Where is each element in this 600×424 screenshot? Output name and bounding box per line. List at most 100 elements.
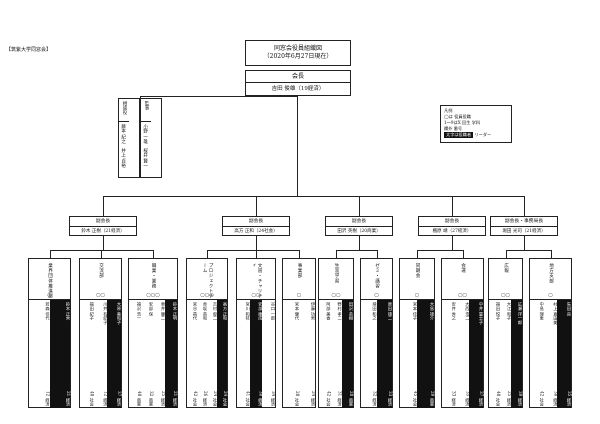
department-box[interactable]: 事業部 ◯ 宮本 健代 20 社会 伊藤 功男 24 経済 [282,258,316,408]
member: 大江 和子 25 経済 [500,300,512,408]
member: 谷口 一郎 34 経済 [262,300,276,408]
department-box[interactable]: ゼミ・講習 ◯ 飛田 和之 32 経済 原田 雄二 33 経済 [360,258,393,408]
member-leader: 広瀬 洋一郎 39 経済 [511,300,523,408]
auditor-members: 小野 一雄 桜井 賢一 [142,124,148,168]
vp-drop-line [524,196,525,216]
member: 福田 悦子 40 社会 [489,300,501,408]
member-year: 12 経済 [103,390,109,406]
department-box[interactable]: 同期会 ◯ 宮本 佳子 45 社会 大島 雄介 29 商業 [399,258,435,408]
department-name: 交流部 [98,263,104,279]
department-name: 文道・チャリティ [251,263,262,299]
department-box[interactable]: 文道・チャリティ ◯◯ 宮川 和枝 41 社会 安部 康成 30 経済 谷口 一… [236,258,276,408]
dept-drop-line [376,250,378,258]
president-box[interactable]: 会長 吉田 俊雄（19経済） [245,70,351,96]
department-head: ゼミ・講習 ◯ [361,259,392,300]
member-year: 29 商業 [430,390,435,406]
member-leader: 高方 正和 24 社会 [217,300,228,408]
dept-bus-line [505,250,551,251]
department-name: 同期会 [415,263,420,279]
vp-drop-line [103,196,104,216]
member-year: 20 社会 [295,390,300,406]
member-year: 40 社会 [89,390,95,406]
department-box[interactable]: 業界団体推進部 ◯ 若森 佳代 12 経済 鈴木 正秀 21 経済 [28,258,71,408]
department-box[interactable]: 生涯学習 ◯◯ 阿部 美香 42 社会 野村 孝二 31 経済 田沢 英樹 20… [318,258,354,408]
department-name: 業界団体推進部 [47,263,53,299]
department-head: 事業部 ◯ [283,259,315,300]
department-name: 事業部 [297,263,302,279]
member-year: 30 経済 [258,390,264,406]
dept-drop-line [100,250,102,258]
member-leader: 矢田 良 35 経済 [557,300,573,408]
member-columns: 中島 理恵 42 社会 村上 真由美 38 経済 矢田 良 35 経済 [530,300,573,408]
member-year: 32 商業 [149,390,154,406]
dept-drop-line [207,250,208,258]
dept-drop-line [49,250,51,258]
dept-bus-line [207,250,299,251]
member-year: 35 経済 [465,390,471,406]
member-columns: 安井 秀之 33 経済 大西 浩二 35 経済 中井 富士子 37 経済 [442,300,484,408]
member: 宮本 佳子 45 社会 [400,300,418,408]
member-year: 42 社会 [193,390,198,406]
dept-drop-line [417,250,418,258]
member-leader: 大島 雄介 29 商業 [417,300,435,408]
member-columns: 宮川 和枝 41 社会 安部 康成 30 経済 谷口 一郎 34 経済 [237,300,276,408]
dept-drop-line [336,250,337,258]
member-leader: 鈴木 正明 21 経済 [165,300,178,408]
member-year: 21 経済 [173,390,178,406]
department-head: 文道・チャリティ ◯◯ [237,259,275,300]
department-name: 地方支部 [548,263,554,284]
member-year: 37 経済 [117,390,123,406]
department-box[interactable]: 会運 ◯◯ 安井 秀之 33 経済 大西 浩二 35 経済 中井 富士子 37 … [441,258,484,408]
advisor-box[interactable]: 相談役 藤本 紀之 井上 貞裕 [118,98,140,178]
member-year: 42 社会 [326,390,332,406]
department-name: 広報 [503,263,509,274]
member-year: 35 経済 [567,390,573,406]
vice-president-box[interactable]: 副会長 田沢 英樹（20商業） [325,216,393,236]
member-year: 39 経済 [518,390,523,406]
department-name: 会運 [460,263,466,274]
member: 福沢 浩一 40 商業 [129,300,142,408]
member-leader: 田沢 英樹 20 商業 [341,300,354,408]
member: 飛田 和之 32 経済 [361,300,378,408]
role-circles: ◯ [548,292,553,297]
member: 宮川 和枝 41 社会 [237,300,251,408]
department-box[interactable]: 地方支部 ◯ 中島 理恵 42 社会 村上 真由美 38 経済 矢田 良 35 … [529,258,572,408]
member-year: 21 経済 [66,390,71,406]
dept-drop-line [550,250,552,258]
member-year: 24 社会 [223,390,228,406]
vice-president-box[interactable]: 副会長 楓原 靖（27経済） [418,216,486,236]
auditor-box[interactable]: 監事 小野 一雄 桜井 賢一 [140,98,162,178]
member-year: 33 経済 [388,390,393,406]
department-box[interactable]: プロジェクトチーム ◯◯◯ 宮谷 昌代 42 社会 赤坂 英和 26 経済 吉村… [186,258,228,408]
member: 若森 佳代 12 経済 [29,300,51,408]
member: 中島 理恵 42 社会 [530,300,545,408]
role-circles: ◯ [296,292,302,297]
vp-under-line [103,236,104,250]
member-year: 32 経済 [372,390,378,406]
member-leader: 原田 雄二 33 経済 [376,300,393,408]
vp-under-line [524,236,525,250]
vice-president-box[interactable]: 副会長 鈴木 正樹（21経済） [69,216,137,236]
member-columns: 福田 悦子 40 社会 大江 和子 25 経済 広瀬 洋一郎 39 経済 [489,300,523,408]
member-leader: 鈴木 正秀 21 経済 [49,300,71,408]
department-head: 職業・業務 ◯◯◯ [129,259,177,300]
dept-bus-line [417,250,463,251]
department-box[interactable]: 職業・業務 ◯◯◯ 福沢 浩一 40 商業 安部 保 32 商業 東井 健二 2… [128,258,178,408]
dept-drop-line [256,250,257,258]
dept-drop-line [299,250,300,258]
department-box[interactable]: 広報 ◯◯ 福田 悦子 40 社会 大江 和子 25 経済 広瀬 洋一郎 39 … [488,258,523,408]
vp-drop-line [256,196,257,216]
vice-president-box[interactable]: 副会長・事務局長 堀田 光司（21経済） [490,216,558,236]
member: 安井 秀之 33 経済 [442,300,457,408]
member-columns: 福沢 浩一 40 商業 安部 保 32 商業 東井 健二 25 経済 鈴木 正明… [129,300,178,408]
member-year: 24 社会 [213,390,218,406]
role-circles: ◯◯ [96,292,105,297]
vp-drop-line [452,196,453,216]
department-box[interactable]: 交流部 ◯◯ 福田 紀子 40 社会 川井 有紀子 12 経済 大原 美和子 3… [79,258,122,408]
dept-bus-line [336,250,377,251]
member-year: 31 経済 [337,390,343,406]
member: 大西 浩二 35 経済 [456,300,470,408]
member-year: 25 経済 [507,390,512,406]
legend-box: 凡例 ◯は 役員役職 1〜9はX 回生 学科 欄外 番号 太字は役職者 リーダー [440,105,512,143]
vice-president-box[interactable]: 副会長 高方 正和（24社会） [222,216,290,236]
